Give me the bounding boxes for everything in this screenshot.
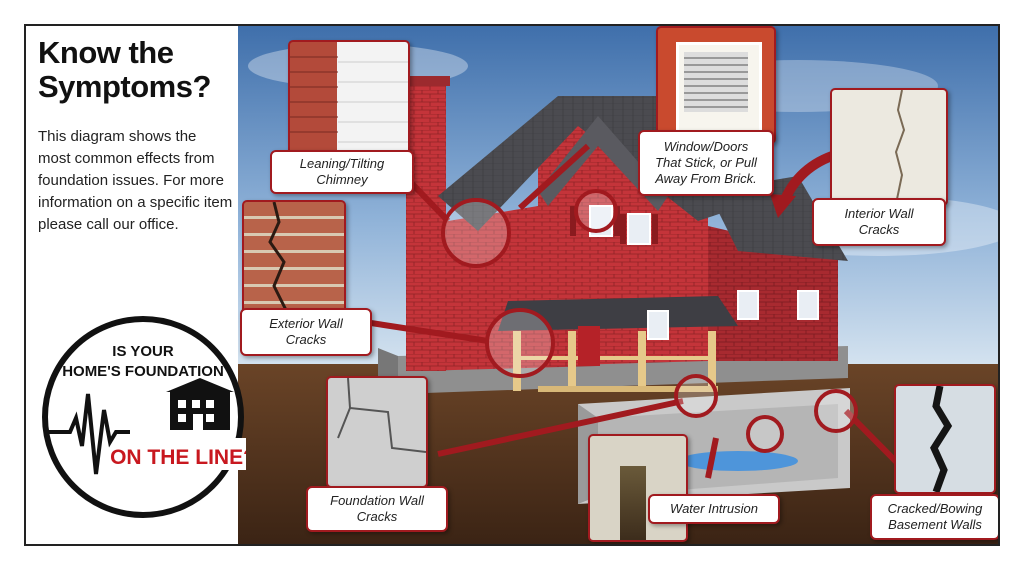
window-photo [656, 26, 776, 144]
interior-wall-photo [830, 88, 948, 206]
porch-roof [498, 296, 738, 331]
callout-basement-line-2: Basement Walls [888, 517, 982, 532]
chimney [406, 81, 446, 371]
callout-chimney-line-1: Leaning/Tilting [299, 156, 385, 171]
exterior-wall-photo [242, 200, 346, 316]
callout-windows-line-3: Away From Brick. [655, 171, 757, 186]
foundation-highlight [674, 374, 718, 418]
seismograph-icon [48, 393, 130, 475]
callout-basement-line-1: Cracked/Bowing [887, 501, 983, 516]
page-title: Know the Symptoms? [38, 36, 211, 104]
window-group [570, 205, 819, 340]
badge-line-1: IS YOUR [112, 343, 174, 360]
water-highlight [746, 415, 784, 453]
exterior-highlight [485, 308, 555, 378]
house-icon [166, 378, 234, 430]
basement-highlight [814, 389, 858, 433]
callout-interior-line-2: Cracks [858, 222, 900, 237]
callout-exterior-line-2: Cracks [285, 332, 327, 347]
infographic-frame: Know the Symptoms? This diagram shows th… [24, 24, 1000, 546]
callout-water: Water Intrusion [648, 494, 780, 524]
badge-line-2: HOME'S FOUNDATION [62, 363, 224, 380]
front-door [578, 326, 600, 366]
basement-wall-photo [894, 384, 996, 494]
title-line-1: Know the [38, 35, 174, 70]
foundation-wall-photo [326, 376, 428, 488]
water-puddle [678, 451, 798, 471]
callout-foundation-line-2: Cracks [356, 509, 398, 524]
chimney-photo [288, 40, 410, 160]
callout-chimney-line-2: Chimney [316, 172, 368, 187]
badge-banner [120, 438, 246, 470]
callout-foundation-line-1: Foundation Wall [330, 493, 424, 508]
window-highlight [574, 189, 618, 233]
callout-windows-line-1: Window/Doors [663, 139, 749, 154]
title-line-2: Symptoms? [38, 69, 211, 104]
callout-water-line-1: Water Intrusion [670, 501, 758, 516]
chimney-highlight [441, 198, 511, 268]
highlight-circles [441, 189, 858, 453]
callout-exterior-line-1: Exterior Wall [269, 316, 343, 331]
foundation-badge: IS YOUR HOME'S FOUNDATION ON THE LINE? [42, 316, 246, 518]
callout-windows-line-2: That Stick, or Pull [655, 155, 757, 170]
water-intrusion-photo [588, 434, 688, 542]
description-text: This diagram shows the most common effec… [38, 128, 233, 233]
callout-interior-line-1: Interior Wall [844, 206, 914, 221]
badge-line-3: ON THE LINE? [110, 446, 246, 469]
